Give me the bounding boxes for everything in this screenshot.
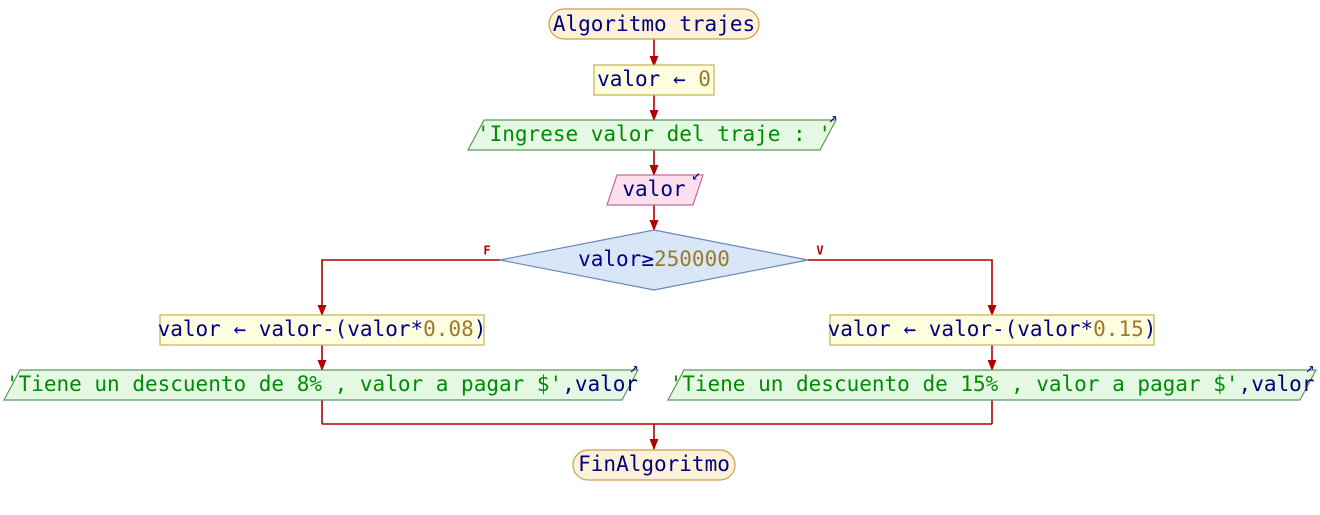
false-rhs-end: ) — [474, 317, 487, 341]
output-true-shape — [667, 369, 1317, 401]
false-rhs-start: valor-(valor* — [259, 317, 423, 341]
output-true-var: valor — [1251, 372, 1314, 396]
process-true-text: valor ← valor-(valor*0.15) — [828, 317, 1157, 341]
false-lhs: valor — [158, 317, 221, 341]
true-rhs-end: ) — [1144, 317, 1157, 341]
connector-decision-false — [317, 259, 500, 317]
decision-false-label: F — [483, 244, 490, 258]
start-terminal-shape — [548, 8, 760, 40]
output-true-string: 'Tiene un descuento de 15% , valor a pag… — [670, 372, 1239, 396]
output-false: 'Tiene un descuento de 8% , valor a paga… — [3, 359, 639, 401]
output-true-arrow-icon: ↗ — [1305, 359, 1314, 377]
output-prompt-shape — [467, 119, 837, 151]
process-true-shape — [829, 314, 1155, 346]
init-var: valor — [597, 67, 660, 91]
true-lhs: valor — [828, 317, 891, 341]
output-prompt: 'Ingrese valor del traje : ' ↗ — [467, 109, 838, 151]
output-true: 'Tiene un descuento de 15% , valor a pag… — [667, 359, 1317, 401]
process-init: valor ← 0 — [593, 64, 715, 96]
input-arrow-icon: ↙ — [691, 166, 700, 184]
output-true-text: 'Tiene un descuento de 15% , valor a pag… — [670, 372, 1315, 396]
decision-var: valor — [578, 247, 641, 271]
output-false-string: 'Tiene un descuento de 8% , valor a paga… — [6, 372, 562, 396]
start-text: Algoritmo trajes — [553, 12, 755, 36]
decision-shape — [499, 229, 809, 291]
true-rhs-start: valor-(valor* — [929, 317, 1093, 341]
end-text: FinAlgoritmo — [578, 452, 730, 476]
end-terminal-shape — [572, 449, 736, 481]
false-arrow: ← — [233, 317, 246, 341]
decision-op: ≥ — [641, 247, 654, 271]
output-true-sep: , — [1239, 372, 1252, 396]
false-rate: 0.08 — [423, 317, 474, 341]
decision: valor≥250000 F V — [483, 229, 824, 291]
output-arrow-icon: ↗ — [828, 109, 837, 127]
process-false-text: valor ← valor-(valor*0.08) — [158, 317, 487, 341]
decision-true-label: V — [816, 244, 823, 258]
output-false-shape — [3, 369, 639, 401]
output-prompt-text: 'Ingrese valor del traje : ' — [477, 122, 831, 146]
connector-decision-true — [808, 259, 997, 317]
start-terminal: Algoritmo trajes — [548, 8, 760, 40]
true-rate: 0.15 — [1093, 317, 1144, 341]
true-arrow: ← — [903, 317, 916, 341]
input-read-text: valor — [622, 177, 685, 201]
connectors — [317, 39, 997, 451]
decision-text: valor≥250000 — [578, 247, 730, 271]
process-false: valor ← valor-(valor*0.08) — [158, 314, 487, 346]
input-read: valor ↙ — [606, 166, 704, 206]
input-read-shape — [606, 174, 704, 206]
init-arrow: ← — [673, 67, 686, 91]
process-init-text: valor ← 0 — [597, 67, 711, 91]
process-false-shape — [159, 314, 485, 346]
output-false-text: 'Tiene un descuento de 8% , valor a paga… — [6, 372, 638, 396]
process-init-shape — [593, 64, 715, 96]
output-false-sep: , — [562, 372, 575, 396]
end-terminal: FinAlgoritmo — [572, 449, 736, 481]
output-false-var: valor — [575, 372, 638, 396]
output-false-arrow-icon: ↗ — [629, 359, 638, 377]
decision-value: 250000 — [654, 247, 730, 271]
process-true: valor ← valor-(valor*0.15) — [828, 314, 1157, 346]
init-value: 0 — [698, 67, 711, 91]
